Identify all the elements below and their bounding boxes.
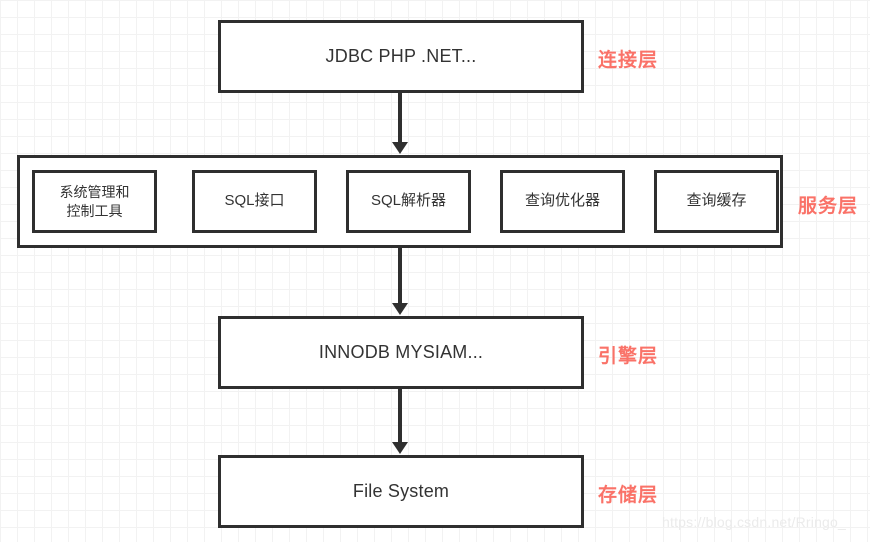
node-connection-layer: JDBC PHP .NET...: [218, 20, 584, 93]
node-storage-layer: File System: [218, 455, 584, 528]
arrow-service-to-engine: [398, 248, 402, 304]
node-query-cache: 查询缓存: [654, 170, 779, 233]
arrow-connection-to-service: [398, 93, 402, 143]
arrow-engine-to-storage: [398, 389, 402, 443]
layer-label-service: 服务层: [798, 196, 859, 217]
watermark-text: https://blog.csdn.net/Rringo_: [662, 514, 847, 530]
node-system-management-tools: 系统管理和 控制工具: [32, 170, 157, 233]
layer-label-connection: 连接层: [598, 50, 659, 71]
node-sql-interface: SQL接口: [192, 170, 317, 233]
node-service-layer-container: 系统管理和 控制工具 SQL接口 SQL解析器 查询优化器 查询缓存: [17, 155, 783, 248]
node-sql-parser: SQL解析器: [346, 170, 471, 233]
node-query-optimizer: 查询优化器: [500, 170, 625, 233]
layer-label-engine: 引擎层: [598, 346, 659, 367]
layer-label-storage: 存储层: [598, 485, 659, 506]
node-engine-layer: INNODB MYSIAM...: [218, 316, 584, 389]
service-layer-row: 系统管理和 控制工具 SQL接口 SQL解析器 查询优化器 查询缓存: [20, 158, 780, 245]
